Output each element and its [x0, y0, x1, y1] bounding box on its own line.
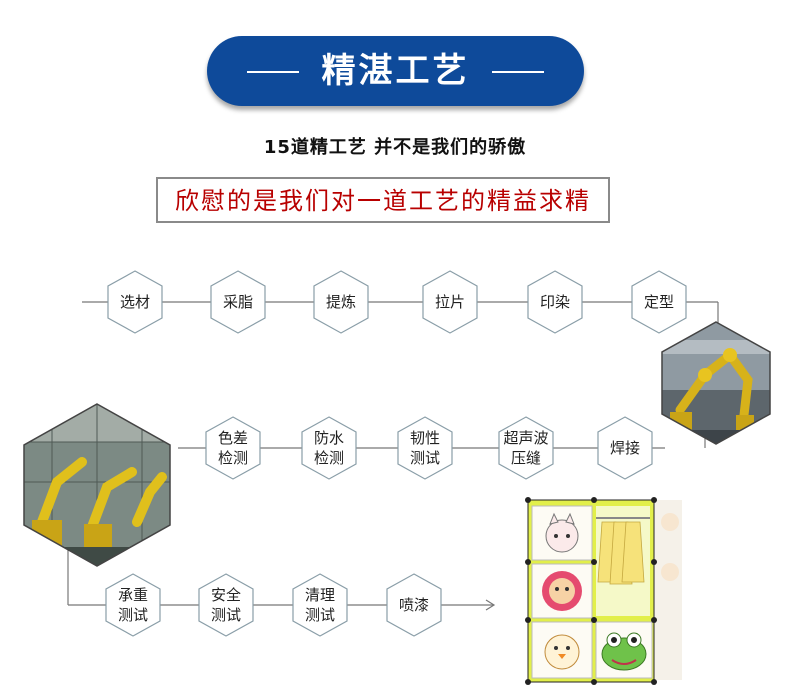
- hex-row2-3: [397, 416, 453, 480]
- hex-row3-3: [292, 573, 348, 637]
- section-title-banner: 精湛工艺: [207, 36, 584, 106]
- step-label: 定型: [643, 293, 674, 311]
- hex-row1-2: [210, 270, 266, 334]
- hex-row1-1: [107, 270, 163, 334]
- step-label: 韧性测试: [409, 429, 440, 467]
- step-label: 超声波压缝: [503, 429, 549, 467]
- step-label: 采脂: [222, 293, 253, 311]
- factory-robot-photo-large: [23, 403, 171, 567]
- hex-row2-5: [597, 416, 653, 480]
- hex-row2-4: [498, 416, 554, 480]
- hex-row2-2: [301, 416, 357, 480]
- step-label: 焊接: [609, 439, 640, 457]
- step-label: 印染: [539, 293, 570, 311]
- hex-row1-4: [422, 270, 478, 334]
- step-label: 安全测试: [210, 586, 241, 624]
- step-label: 防水检测: [313, 429, 344, 467]
- hex-row1-6: [631, 270, 687, 334]
- step-label: 选材: [119, 293, 150, 311]
- cartoon-wardrobe-image: [525, 497, 682, 685]
- highlight-box: 欣慰的是我们对一道工艺的精益求精: [156, 177, 610, 223]
- hex-row3-2: [198, 573, 254, 637]
- title-right-line: [492, 71, 544, 73]
- highlight-text: 欣慰的是我们对一道工艺的精益求精: [175, 187, 591, 215]
- hex-row2-1: [205, 416, 261, 480]
- step-label: 提炼: [325, 293, 356, 311]
- step-label: 清理测试: [304, 586, 335, 624]
- step-label: 色差检测: [217, 429, 248, 467]
- factory-robot-photo-small: [661, 321, 771, 445]
- hex-row3-1: [105, 573, 161, 637]
- section-title: 精湛工艺: [321, 51, 470, 91]
- subtitle-text: 15道精工艺 并不是我们的骄傲: [263, 137, 527, 158]
- hex-row1-3: [313, 270, 369, 334]
- step-label: 承重测试: [117, 586, 148, 624]
- hex-row1-5: [527, 270, 583, 334]
- hex-row3-4: [386, 573, 442, 637]
- title-left-line: [247, 71, 299, 73]
- step-label: 拉片: [434, 293, 465, 311]
- step-label: 喷漆: [398, 596, 429, 614]
